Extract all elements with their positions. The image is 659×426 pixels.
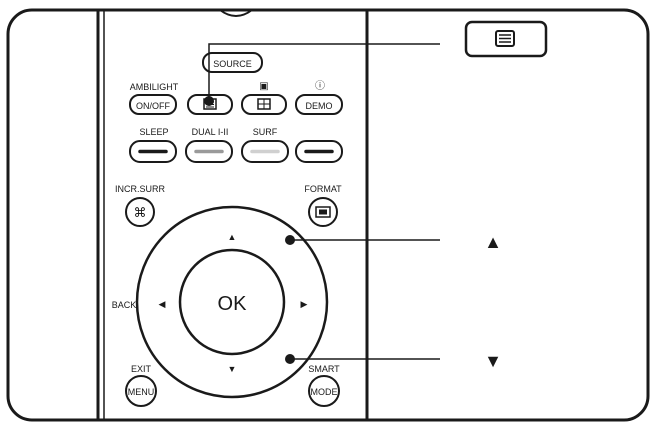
back-label: BACK (112, 300, 137, 310)
down-callout-dot (285, 354, 295, 364)
mode-label: MODE (311, 387, 338, 397)
smart-label: SMART (308, 364, 340, 374)
nav-right-arrow[interactable]: ▶ (301, 299, 308, 309)
ambilight-on-off-button[interactable] (129, 94, 177, 115)
teletext-callout-dot (204, 96, 214, 106)
demo-info-icon: ⓘ (315, 80, 325, 92)
menu-label: MENU (128, 387, 155, 397)
teletext-mix-icon: ▣ (259, 81, 268, 92)
menu-button[interactable] (125, 375, 157, 407)
demo-button[interactable] (295, 94, 343, 115)
nav-up-arrow[interactable]: ▲ (228, 232, 237, 242)
nav-left-arrow[interactable]: ◀ (159, 299, 166, 309)
callout-down-arrow-icon: ▼ (484, 351, 502, 371)
nav-down-arrow[interactable]: ▼ (228, 364, 237, 374)
ok-button[interactable] (178, 248, 286, 356)
callout-teletext-icon (495, 30, 515, 47)
dual-label: DUAL I-II (192, 127, 229, 137)
surf-label: SURF (253, 127, 278, 137)
ambilight-label: AMBILIGHT (130, 82, 179, 92)
incr-surr-button[interactable] (125, 197, 155, 227)
callout-up-arrow-icon: ▲ (484, 232, 502, 252)
top-button-arc (219, 9, 253, 17)
format-label: FORMAT (304, 184, 342, 194)
demo-label: DEMO (306, 101, 333, 111)
source-button-label: SOURCE (213, 59, 252, 69)
surround-icon: ⌘ (134, 205, 147, 220)
incr-surr-label: INCR.SURR (115, 184, 166, 194)
sleep-label: SLEEP (139, 127, 168, 137)
teletext-callout-line (208, 43, 440, 100)
format-icon (315, 206, 331, 218)
exit-label: EXIT (131, 364, 152, 374)
up-callout-dot (285, 235, 295, 245)
on-off-label: ON/OFF (136, 101, 170, 111)
source-button[interactable] (202, 52, 263, 73)
mode-button[interactable] (308, 375, 340, 407)
ok-label: OK (218, 293, 248, 315)
